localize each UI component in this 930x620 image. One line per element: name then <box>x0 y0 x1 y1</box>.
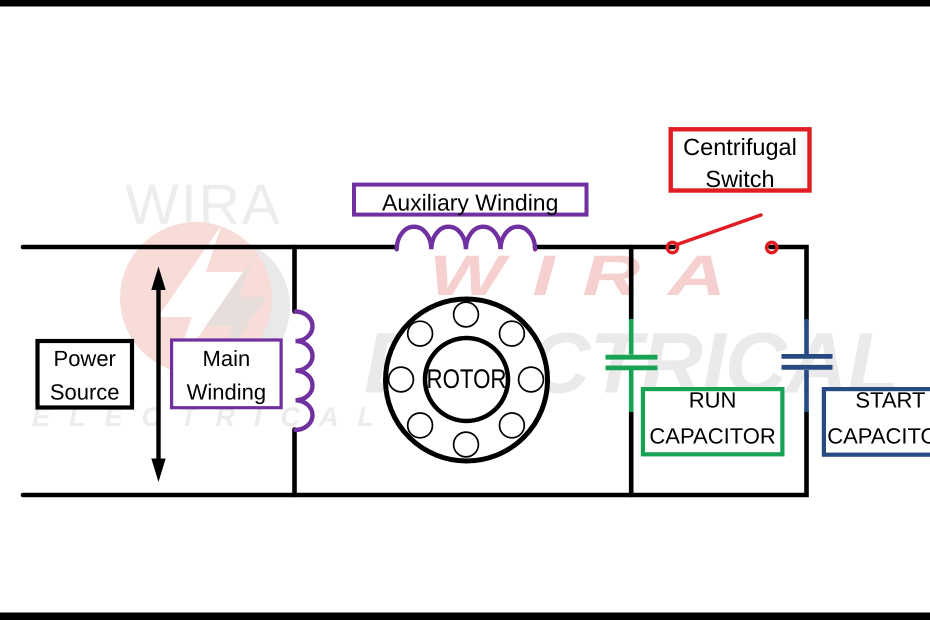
svg-text:Winding: Winding <box>187 380 266 405</box>
svg-text:CAPACITOR: CAPACITOR <box>649 424 775 449</box>
svg-text:Main: Main <box>203 346 251 371</box>
svg-text:Switch: Switch <box>705 166 774 192</box>
svg-text:CAPACITOR: CAPACITOR <box>827 424 930 449</box>
svg-text:RUN: RUN <box>689 388 737 413</box>
svg-text:ROTOR: ROTOR <box>427 364 507 394</box>
svg-text:Power: Power <box>54 346 116 371</box>
svg-text:START: START <box>855 388 925 413</box>
svg-text:WIRA: WIRA <box>429 244 754 308</box>
svg-text:Source: Source <box>50 380 120 405</box>
svg-text:Auxiliary Winding: Auxiliary Winding <box>382 190 558 216</box>
svg-text:Centrifugal: Centrifugal <box>683 134 797 160</box>
